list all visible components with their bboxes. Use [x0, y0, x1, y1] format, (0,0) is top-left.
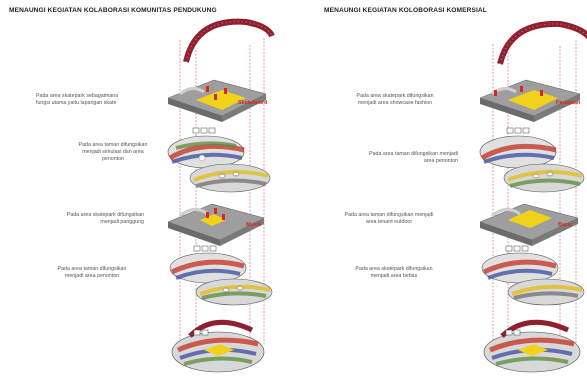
left-canopy — [186, 22, 272, 62]
right-layer-park-2 — [482, 246, 584, 305]
right-base — [484, 322, 580, 372]
tag-bazar: Bazar — [558, 222, 573, 228]
right-canopy — [500, 24, 587, 64]
tag-musik: Musik — [246, 222, 261, 228]
tag-skateboard: Skateboard — [238, 100, 267, 106]
left-stack — [168, 22, 272, 372]
left-layer-park-2 — [170, 246, 272, 305]
tag-peragaan: Peragaan — [556, 100, 580, 106]
left-base — [172, 322, 264, 372]
right-stack — [480, 24, 587, 372]
left-layer-park-1 — [168, 128, 270, 192]
right-layer-park-1 — [480, 128, 584, 192]
